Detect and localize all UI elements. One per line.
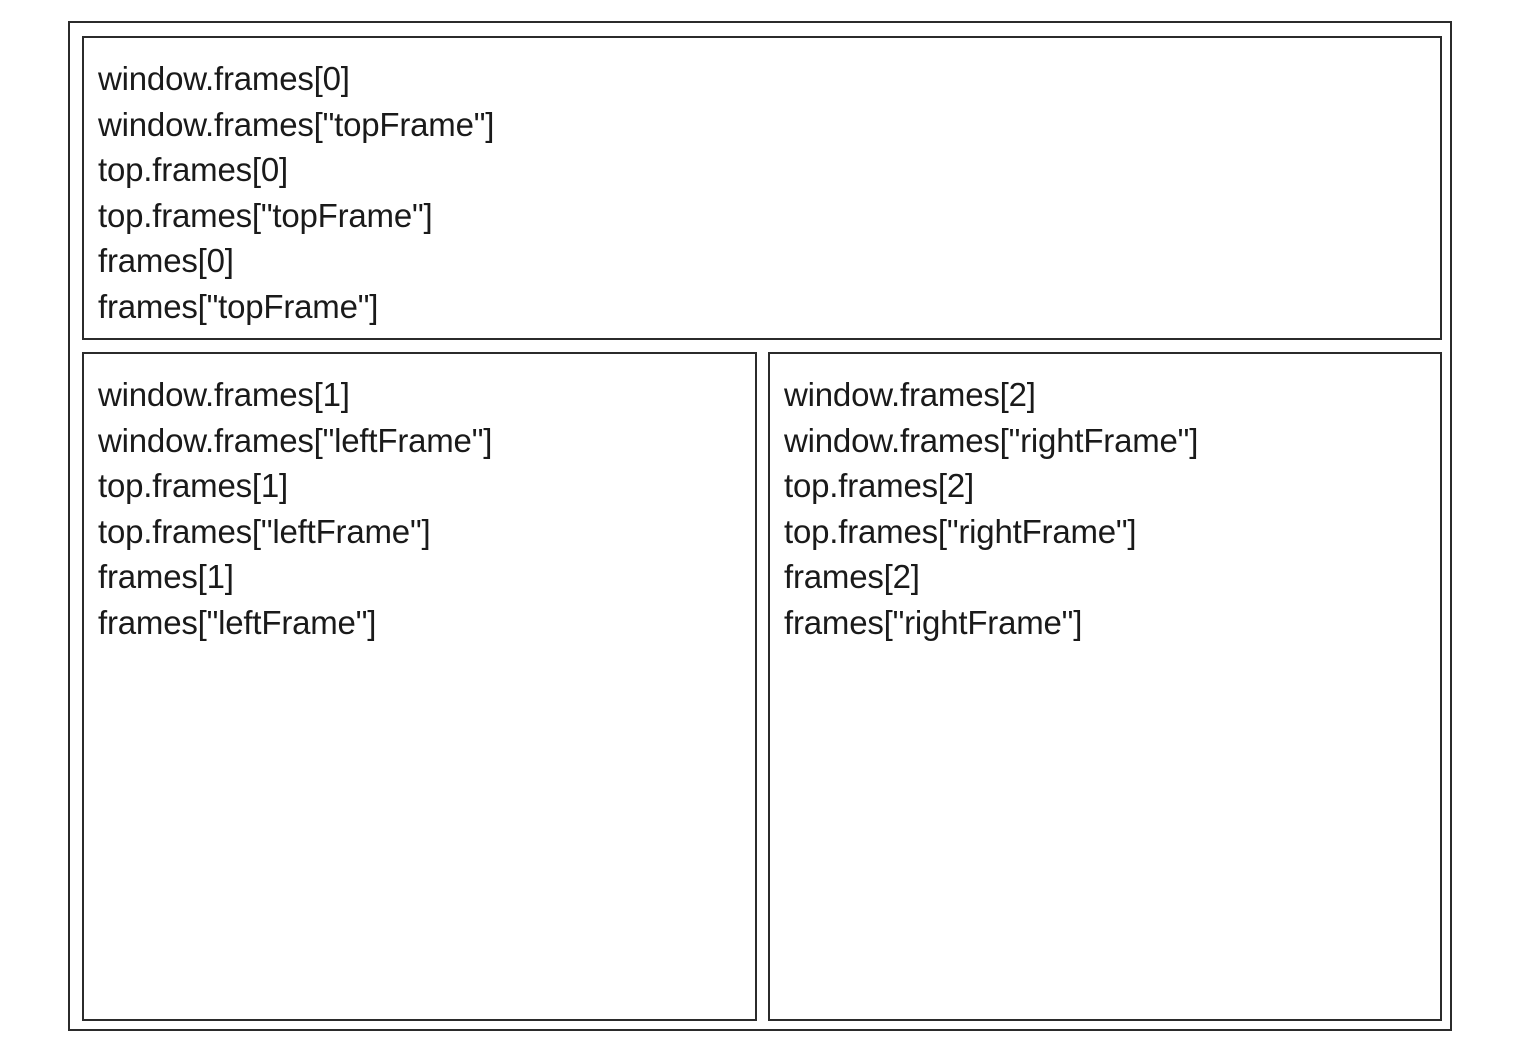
- top-frame-reference: frames[0]: [98, 242, 234, 280]
- right-frame-reference: window.frames["rightFrame"]: [784, 421, 1199, 459]
- right-frame-reference: window.frames[2]: [784, 376, 1036, 413]
- right-frame-reference: top.frames[2]: [784, 467, 974, 505]
- right-frame-reference: top.frames["rightFrame"]: [784, 512, 1137, 550]
- left-frame-reference: top.frames[1]: [98, 467, 288, 505]
- top-frame-reference: top.frames[0]: [98, 151, 288, 189]
- left-frame-reference: top.frames["leftFrame"]: [98, 512, 431, 550]
- top-frame-panel: window.frames[0] window.frames["topFrame…: [82, 36, 1442, 340]
- right-frame-panel: window.frames[2] window.frames["rightFra…: [768, 352, 1442, 1021]
- right-frame-reference: frames[2]: [784, 558, 920, 596]
- top-frame-reference: top.frames["topFrame"]: [98, 196, 433, 234]
- top-frame-reference: frames["topFrame"]: [98, 287, 379, 325]
- left-frame-reference: window.frames[1]: [98, 376, 350, 413]
- left-frame-panel: window.frames[1] window.frames["leftFram…: [82, 352, 757, 1021]
- top-frame-reference-list: window.frames[0] window.frames["topFrame…: [98, 56, 494, 330]
- left-frame-reference-list: window.frames[1] window.frames["leftFram…: [98, 372, 492, 646]
- top-frame-reference: window.frames[0]: [98, 60, 350, 97]
- top-frame-reference: window.frames["topFrame"]: [98, 105, 495, 143]
- left-frame-reference: frames[1]: [98, 558, 234, 596]
- left-frame-reference: frames["leftFrame"]: [98, 603, 377, 641]
- right-frame-reference-list: window.frames[2] window.frames["rightFra…: [784, 372, 1198, 646]
- left-frame-reference: window.frames["leftFrame"]: [98, 421, 493, 459]
- right-frame-reference: frames["rightFrame"]: [784, 603, 1083, 641]
